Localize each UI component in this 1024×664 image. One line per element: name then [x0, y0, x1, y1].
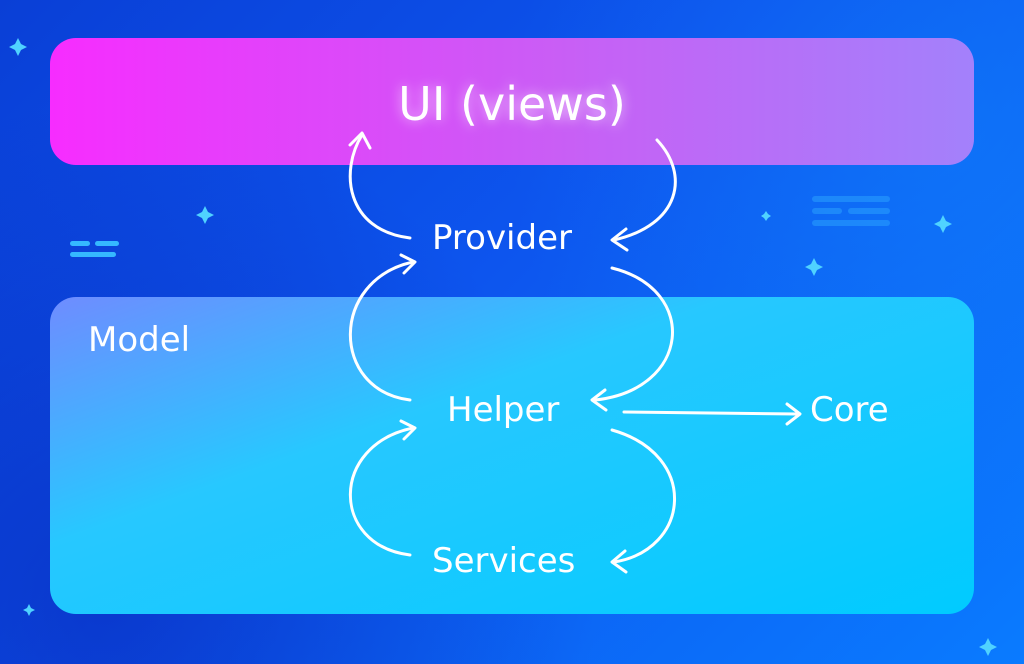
arrowhead — [348, 131, 372, 150]
sparkle-icon — [934, 215, 952, 233]
arrow-ui-to-provider — [612, 138, 677, 242]
arrow-helper-to-provider — [349, 260, 415, 402]
arrow-helper-to-core — [622, 410, 800, 416]
arrowhead — [610, 227, 629, 252]
ui-views-title: UI (views) — [398, 77, 626, 131]
provider-node: Provider — [432, 218, 572, 258]
model-layer-band — [50, 297, 974, 614]
services-node: Services — [432, 541, 576, 581]
arrowhead — [399, 253, 417, 275]
sparkle-icon — [196, 206, 214, 224]
arrowhead — [785, 402, 802, 426]
arrow-provider-to-ui — [348, 133, 412, 240]
arrow-services-to-helper — [349, 426, 415, 557]
ui-layer-band — [50, 38, 974, 165]
helper-node: Helper — [447, 390, 560, 430]
arrowhead — [590, 388, 608, 412]
sparkle-icon — [979, 638, 997, 656]
core-node: Core — [810, 390, 889, 430]
decorative-lines-left — [70, 241, 119, 257]
sparkle-icon — [761, 211, 771, 221]
sparkle-icon — [23, 604, 35, 616]
arrowhead — [610, 549, 628, 574]
decorative-lines-right — [812, 196, 890, 226]
arrow-helper-to-services — [610, 428, 676, 564]
sparkle-icon — [9, 38, 27, 56]
arrow-provider-to-helper — [593, 266, 674, 402]
sparkle-icon — [805, 258, 823, 276]
model-title: Model — [88, 320, 191, 360]
arrowhead — [399, 419, 417, 441]
